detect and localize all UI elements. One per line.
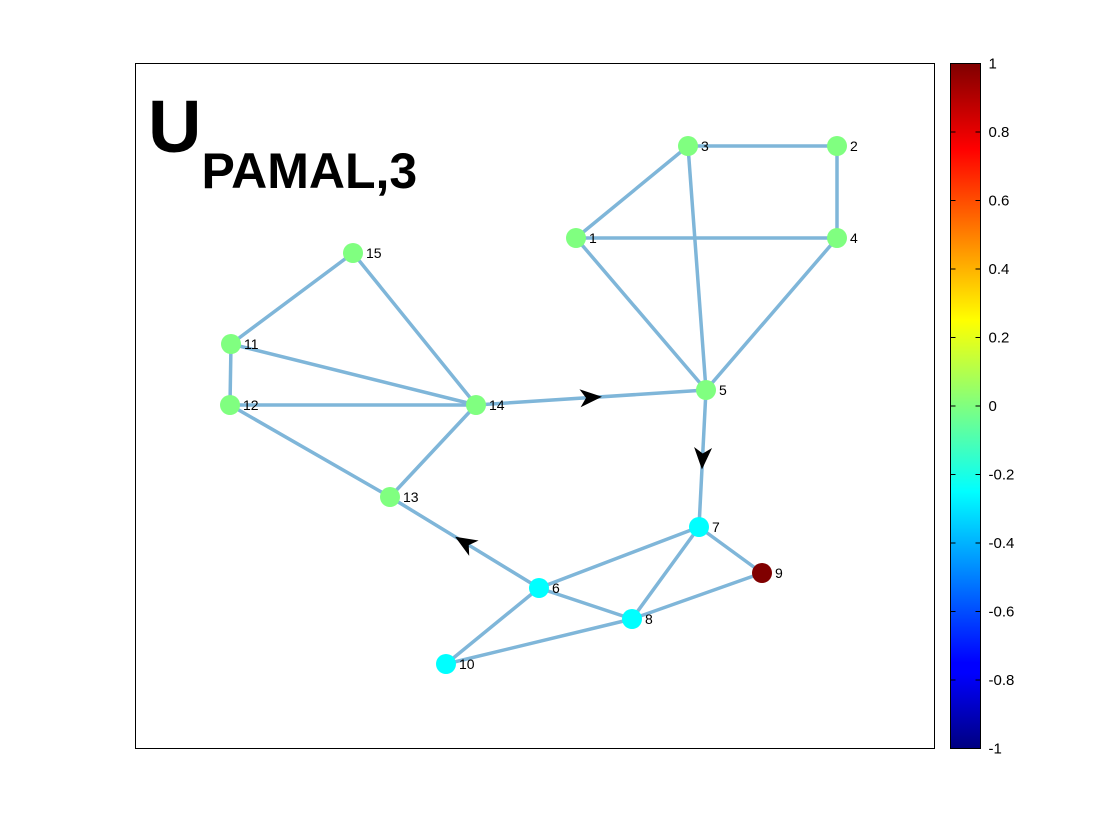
node-11 <box>221 334 241 354</box>
edge-8-9 <box>630 571 764 621</box>
edge-13-14 <box>388 403 478 499</box>
node-label-15: 15 <box>366 245 382 261</box>
edge-7-8 <box>630 525 701 621</box>
node-label-8: 8 <box>645 611 653 627</box>
node-label-6: 6 <box>552 580 560 596</box>
node-14 <box>466 395 486 415</box>
title-main: U <box>148 85 201 168</box>
arrow-5-to-7 <box>694 447 713 470</box>
node-6 <box>529 578 549 598</box>
node-label-2: 2 <box>850 138 858 154</box>
node-7 <box>689 517 709 537</box>
edge-11-12 <box>228 342 233 407</box>
edge-1-3 <box>574 144 690 240</box>
node-10 <box>436 654 456 674</box>
edge-8-10 <box>444 617 634 666</box>
node-label-5: 5 <box>719 382 727 398</box>
node-3 <box>678 136 698 156</box>
edge-11-15 <box>229 251 355 346</box>
edge-1-5 <box>574 236 708 392</box>
node-4 <box>827 228 847 248</box>
colorbar-tick-label: 1 <box>989 56 997 73</box>
arrow-6-to-13 <box>455 536 479 556</box>
node-13 <box>380 487 400 507</box>
node-label-11: 11 <box>244 336 259 352</box>
node-2 <box>827 136 847 156</box>
graph-arrows <box>455 389 713 556</box>
node-12 <box>220 395 240 415</box>
edge-14-15 <box>351 251 478 407</box>
edge-12-13 <box>228 403 392 499</box>
edge-6-7 <box>537 525 701 590</box>
node-label-13: 13 <box>403 489 419 505</box>
colorbar-tick-label: 0.6 <box>989 193 1010 210</box>
edge-4-5 <box>704 236 839 392</box>
edge-11-14 <box>229 342 478 407</box>
node-label-12: 12 <box>243 397 259 413</box>
colorbar-tick-label: -0.2 <box>989 467 1015 484</box>
colorbar-tick-label: 0 <box>989 398 997 415</box>
node-5 <box>696 380 716 400</box>
edge-3-5 <box>686 144 708 392</box>
colorbar-tick-label: -0.4 <box>989 535 1015 552</box>
edge-6-10 <box>444 586 541 666</box>
node-label-10: 10 <box>459 656 475 672</box>
edge-6-8 <box>537 586 634 621</box>
colorbar-tick-label: -0.6 <box>989 604 1015 621</box>
node-8 <box>622 609 642 629</box>
colorbar: 1 0.8 0.6 0.4 0.2 0 -0.2 -0.4 -0.6 -0.8 -1 <box>950 56 1015 758</box>
node-9 <box>752 563 772 583</box>
colorbar-tick-label: 0.4 <box>989 261 1010 278</box>
colorbar-ticks: 1 0.8 0.6 0.4 0.2 0 -0.2 -0.4 -0.6 -0.8 -1 <box>950 56 1015 758</box>
node-label-7: 7 <box>712 519 720 535</box>
colorbar-tick-label: -0.8 <box>989 672 1015 689</box>
node-1 <box>566 228 586 248</box>
node-15 <box>343 243 363 263</box>
title-subscript: PAMAL,3 <box>201 143 417 199</box>
arrow-14-to-5 <box>579 389 602 408</box>
colorbar-tick-label: -1 <box>989 741 1002 758</box>
node-label-1: 1 <box>589 230 597 246</box>
colorbar-tick-label: 0.2 <box>989 330 1010 347</box>
plot-title: UPAMAL,3 <box>148 85 417 199</box>
node-label-14: 14 <box>489 397 505 413</box>
graph-nodes <box>220 136 847 674</box>
node-label-3: 3 <box>701 138 709 154</box>
node-label-9: 9 <box>775 565 783 581</box>
edge-7-9 <box>697 525 764 575</box>
colorbar-tick-label: 0.8 <box>989 124 1010 141</box>
node-label-4: 4 <box>850 230 858 246</box>
